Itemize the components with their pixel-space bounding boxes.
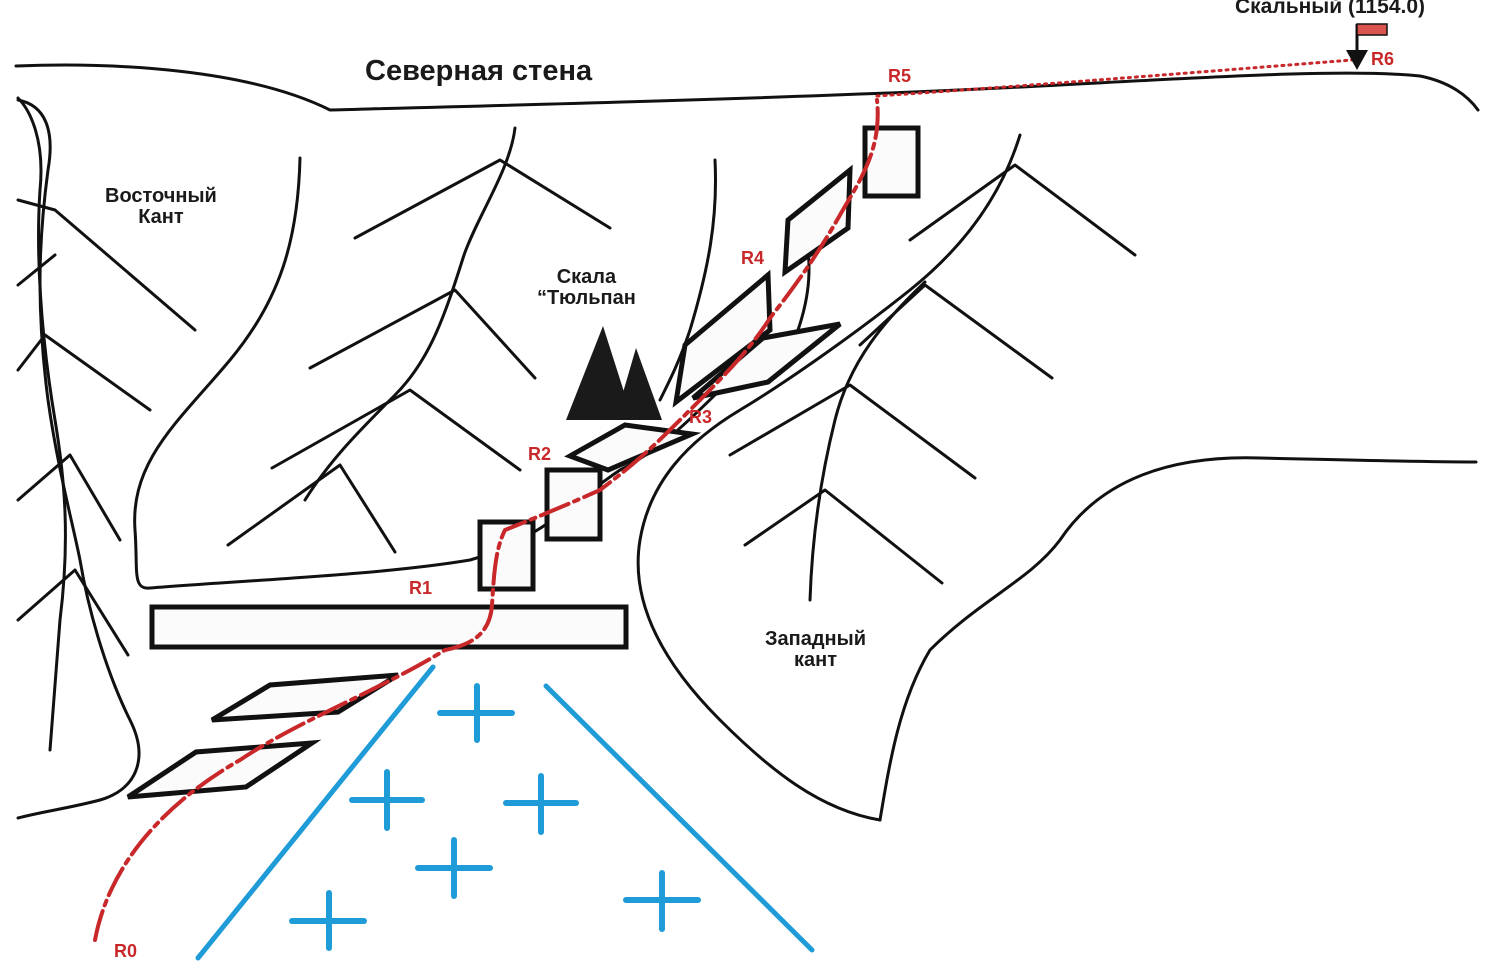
east-ridge-outline [16, 98, 141, 820]
route-point-r0: R0 [114, 941, 138, 961]
rock-band-branch [353, 158, 612, 240]
summit-marker [1346, 23, 1388, 70]
route-sections [126, 125, 921, 800]
central-couloir [133, 156, 732, 590]
west-ridge-branch [908, 163, 1137, 257]
east-ridge-label-line2: Кант [138, 206, 184, 228]
east-ridge-branch [16, 333, 152, 412]
peak-label: Скальный (1154.0) [1235, 0, 1426, 18]
plus-icon [415, 837, 493, 899]
east-ridge-spine [16, 96, 67, 752]
rock-tulip-label-line1: Скала [556, 266, 617, 288]
west-ridge-label-line1: Западный [765, 628, 867, 650]
route-section-box [149, 604, 629, 650]
glacier-right-edge [543, 683, 815, 953]
west-ridge-branch [858, 283, 1054, 380]
rock-band-ridge [303, 126, 517, 502]
east-ridge-branch [16, 453, 122, 542]
climbing-route-line [93, 98, 880, 942]
flag-icon [1356, 23, 1388, 36]
rock-tulip-icon [566, 326, 662, 420]
west-ridge-label-line2: кант [794, 649, 838, 671]
north-wall-label: Северная стена [365, 55, 593, 87]
east-ridge-label-line1: Восточный [105, 185, 217, 207]
west-ridge-branch [728, 383, 977, 480]
plus-icon [349, 769, 425, 831]
rock-tulip-label: Скала “Тюльпан [537, 267, 636, 309]
plus-icon [623, 870, 701, 932]
tulip-gully-left [658, 158, 718, 402]
north-wall-ridge [14, 63, 1480, 112]
rock-band-branch [270, 388, 522, 472]
route-point-r2: R2 [528, 444, 552, 464]
rock-band-branch [226, 463, 397, 554]
route-section-box [862, 125, 921, 199]
arrow-down-icon [1346, 50, 1368, 70]
east-ridge-branch [16, 568, 130, 657]
east-ridge-branch [16, 198, 197, 332]
route-section-box [210, 672, 400, 723]
glacier-left-edge [195, 664, 436, 961]
rock-band-branch [308, 288, 537, 380]
plus-icon [289, 890, 367, 951]
east-ridge-branch [16, 253, 57, 287]
route-section-box [544, 467, 603, 542]
route-point-r1: R1 [409, 578, 433, 598]
west-ridge-branch [743, 488, 944, 585]
plus-icon [437, 683, 515, 743]
route-section-box [782, 164, 853, 277]
route-section-box [672, 269, 773, 408]
route-section-box [477, 519, 536, 592]
west-ridge-branch [808, 280, 927, 602]
route-point-r5: R5 [888, 66, 912, 86]
ridge-traverse-line [875, 58, 1354, 98]
plus-icon [503, 773, 579, 835]
route-point-r6: R6 [1371, 49, 1395, 69]
west-ridge-label: Западный кант [765, 629, 866, 671]
west-ridge-outline [878, 456, 1478, 822]
rock-tulip-label-line2: “Тюльпан [537, 287, 636, 309]
route-point-r3: R3 [689, 407, 713, 427]
route-point-r4: R4 [741, 248, 765, 268]
glacier-crosses [289, 683, 701, 951]
west-ridge-spine [636, 133, 1022, 822]
east-ridge-label: Восточный Кант [105, 186, 217, 228]
